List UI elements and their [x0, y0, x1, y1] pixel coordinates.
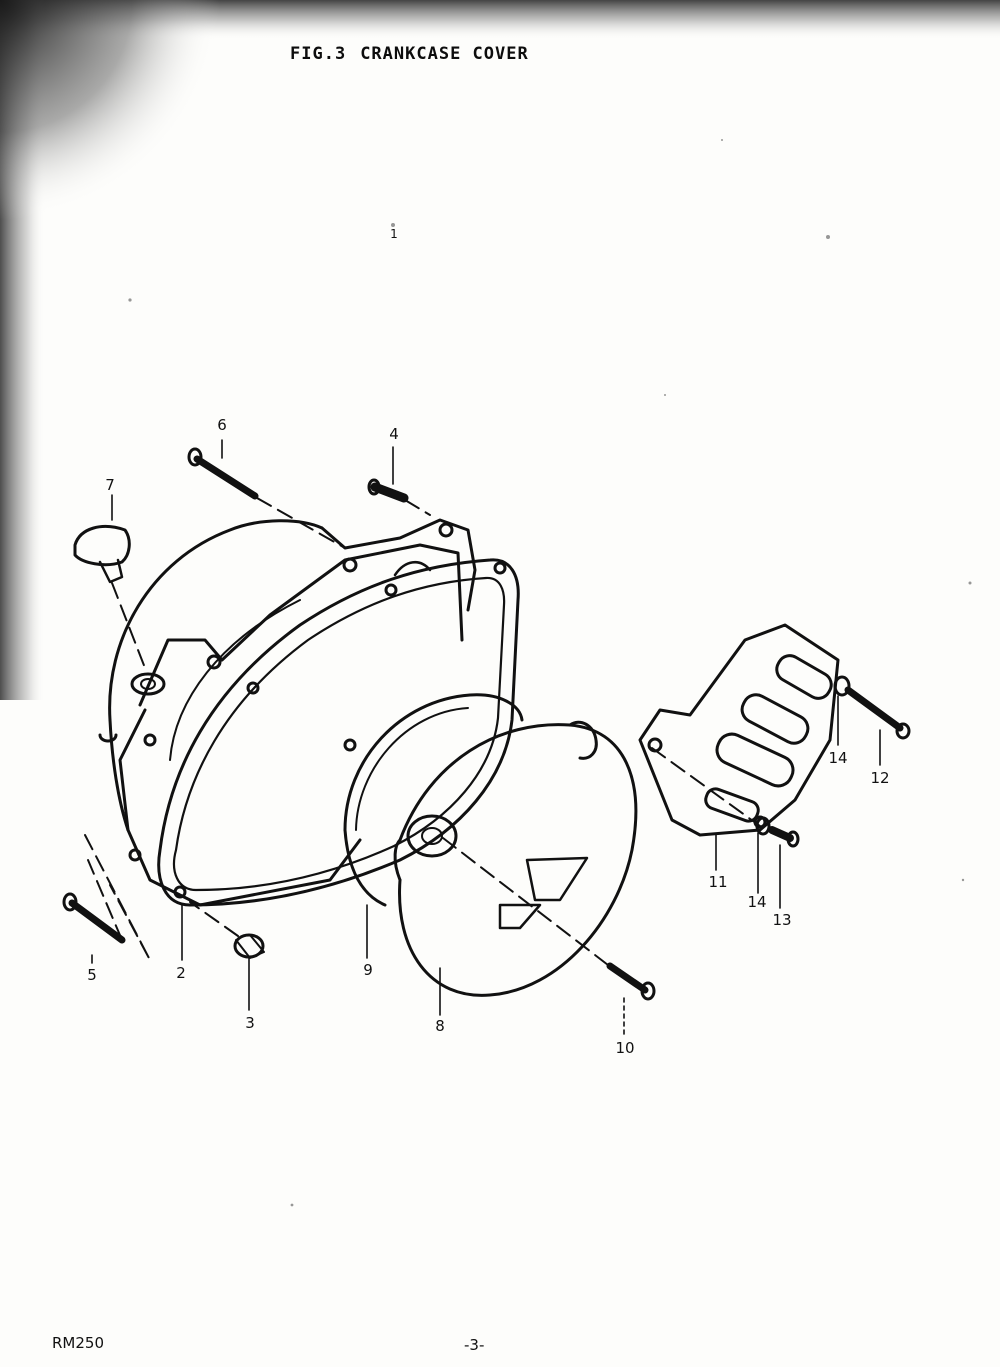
figure-name: CRANKCASE COVER [360, 44, 529, 64]
figure-number: FIG.3 [290, 44, 347, 64]
callout-13: 13 [772, 911, 792, 929]
screw-part-12 [844, 686, 911, 740]
callout-12: 12 [870, 769, 890, 787]
callout-7: 7 [105, 476, 115, 494]
washer-part-14 [755, 675, 851, 836]
figure-title: FIG.3 CRANKCASE COVER [290, 44, 543, 64]
filler-cap-part-7 [73, 525, 131, 584]
callout-3: 3 [245, 1014, 255, 1032]
page-number: -3- [464, 1336, 485, 1354]
callout-1: 1 [390, 227, 398, 241]
bolt-part-5 [62, 892, 126, 944]
callout-9: 9 [363, 961, 373, 979]
callout-2: 2 [176, 964, 186, 982]
callout-14-lower: 14 [747, 893, 767, 911]
dowel-pin-part-3 [233, 933, 265, 959]
magneto-gasket-part [343, 693, 524, 907]
callout-5: 5 [87, 966, 97, 984]
bolt-part-13 [768, 826, 800, 848]
callout-10: 10 [615, 1039, 635, 1057]
callout-6: 6 [217, 416, 227, 434]
sprocket-cover-part [638, 623, 840, 837]
crankcase-cover-part [98, 518, 477, 907]
bolt-part-6 [187, 447, 259, 500]
callout-14-upper: 14 [828, 749, 848, 767]
callout-8: 8 [435, 1017, 445, 1035]
callout-4: 4 [389, 425, 399, 443]
screw-part-10 [606, 962, 656, 1001]
bolt-part-4 [367, 478, 409, 503]
leader-lines [91, 439, 881, 1036]
model-code: RM250 [52, 1334, 104, 1352]
assembly-lines [84, 497, 761, 966]
magneto-cover-part [393, 720, 638, 997]
gasket-part [157, 558, 520, 907]
callout-11: 11 [708, 873, 728, 891]
